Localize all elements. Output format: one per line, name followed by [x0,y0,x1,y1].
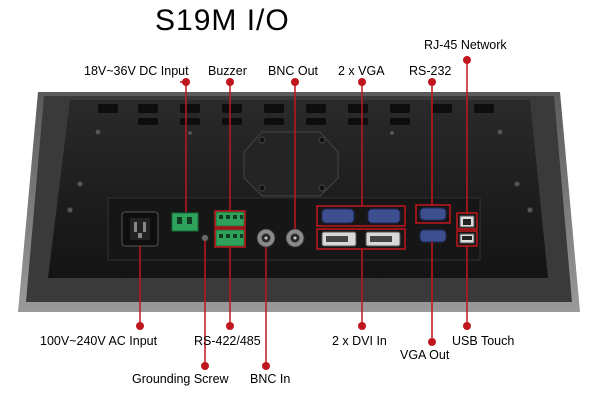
dvi-callout-box [316,228,406,250]
rj45-port [459,215,475,228]
bnc-out-connector [285,228,305,248]
dc-input-terminal [171,212,199,232]
label-grounding-screw: Grounding Screw [132,372,229,386]
vga-callout-box [316,205,406,227]
label-dvi-2x: 2 x DVI In [332,334,387,348]
diagram-title: S19M I/O [155,4,290,37]
vesa-mount-plate [243,131,339,197]
vent-slots [98,104,494,125]
grounding-screw [201,234,209,242]
terminal-blocks [215,211,245,247]
usb-port [459,233,475,244]
label-rj45-network: RJ-45 Network [424,38,507,52]
dvi-input-ports [321,231,401,247]
housing-screws [66,128,534,214]
bnc-in-connector [256,228,276,248]
label-buzzer: Buzzer [208,64,247,78]
label-vga-out: VGA Out [400,348,450,362]
label-ac-input: 100V~240V AC Input [40,334,158,348]
rs232-port [419,207,447,221]
label-rs422-485: RS-422/485 [194,334,261,348]
callout-dots [136,56,471,370]
vesa-screw-holes [258,136,326,192]
ac-power-inlet [121,211,159,247]
vga-out-port [419,229,447,243]
vga-input-ports [321,208,401,224]
label-vga-2x: 2 x VGA [338,64,385,78]
rs232-callout-box [415,204,451,224]
label-bnc-in: BNC In [250,372,291,386]
label-dc-input: 18V~36V DC Input [84,64,189,78]
label-rs232: RS-232 [409,64,452,78]
label-usb-touch: USB Touch [452,334,515,348]
label-bnc-out: BNC Out [268,64,319,78]
